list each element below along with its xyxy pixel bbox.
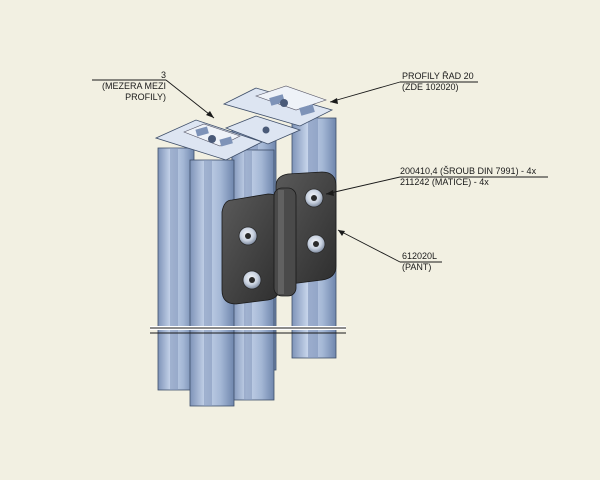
- profile-front-top: [154, 115, 302, 161]
- break-lines: [150, 326, 346, 334]
- screws-callout-screw: 200410,4 (ŠROUB DIN 7991) - 4x: [400, 166, 537, 176]
- leader-lines: [92, 79, 548, 263]
- profiles-callout-desc: (ZDE 102020): [402, 82, 459, 92]
- leader-arrowheads: [206, 98, 345, 236]
- gap-callout: 3 (MEZERA MEZI PROFILY): [92, 70, 166, 103]
- gap-callout-value: 3: [160, 70, 166, 80]
- screws-callout: 200410,4 (ŠROUB DIN 7991) - 4x 211242 (M…: [400, 166, 536, 188]
- gap-callout-desc-2: PROFILY): [125, 92, 166, 102]
- profiles-callout-name: PROFILY ŘAD 20: [402, 71, 474, 81]
- hinge-callout-code: 612020L: [402, 251, 438, 261]
- profiles-callout: PROFILY ŘAD 20 (ZDE 102020): [402, 71, 474, 93]
- hinge-callout: 612020L (PANT): [402, 251, 437, 273]
- screws-callout-nut: 211242 (MATICE) - 4x: [400, 177, 489, 187]
- gap-callout-desc-1: (MEZERA MEZI: [101, 81, 166, 91]
- profile-front-left: [157, 147, 235, 407]
- hinge: [221, 171, 337, 305]
- profile-back-top: [222, 85, 334, 127]
- countersunk-screw-icon: [238, 188, 326, 290]
- hinge-callout-desc: (PANT): [402, 262, 432, 272]
